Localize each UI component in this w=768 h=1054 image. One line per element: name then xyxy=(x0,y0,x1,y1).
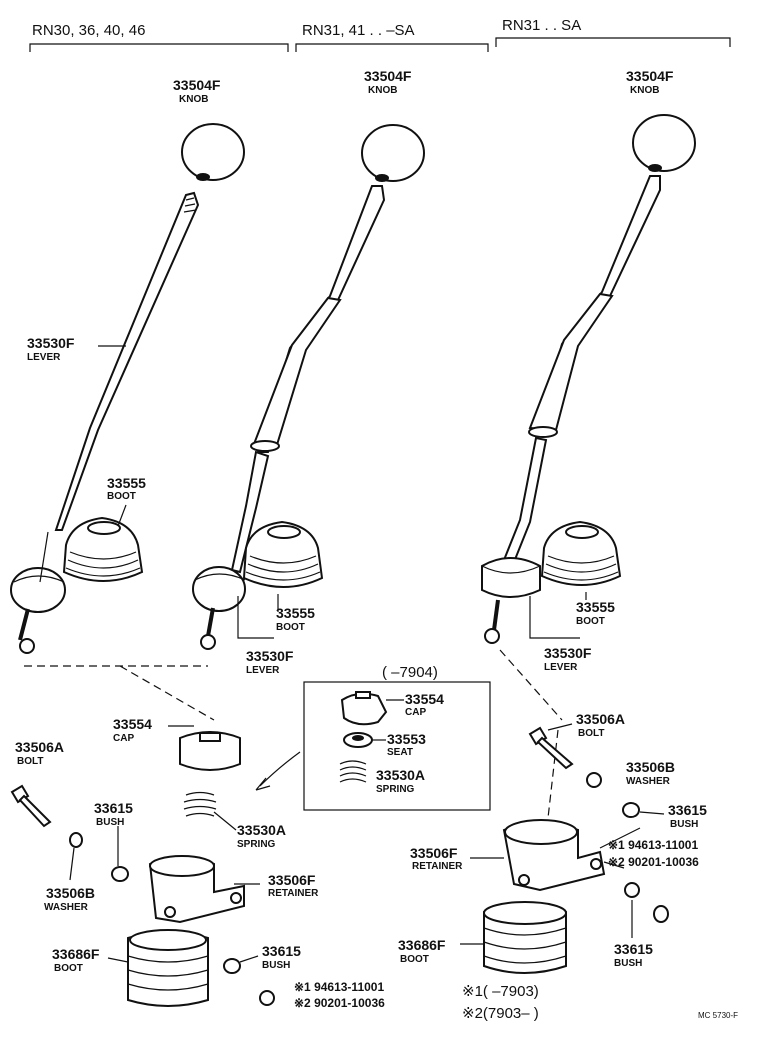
inset-seat-label: SEAT xyxy=(387,747,413,758)
right-retainer xyxy=(502,819,606,892)
col3-boot-number: 33555 xyxy=(576,599,615,615)
inset-pointer-arrow xyxy=(255,751,301,791)
col2-boot-number: 33555 xyxy=(276,605,315,621)
col3-lever-label: LEVER xyxy=(544,662,578,673)
header-group1-label: RN30, 36, 40, 46 xyxy=(32,22,145,39)
inset-range: ( –7904) xyxy=(382,664,438,681)
left-spring-label: SPRING xyxy=(237,839,276,850)
right-ref2: ※2 90201-10036 xyxy=(608,855,699,869)
col1-knob-number: 33504F xyxy=(173,77,221,93)
col2-knob xyxy=(361,124,425,182)
inset-seat xyxy=(343,732,373,748)
left-cap-label: CAP xyxy=(113,733,134,744)
inset-spring xyxy=(339,760,367,783)
right-ref1: ※1 94613-11001 xyxy=(608,838,698,852)
left-bolt xyxy=(10,784,52,828)
left-boot2-label: BOOT xyxy=(54,963,83,974)
col1-boot-number: 33555 xyxy=(107,475,146,491)
left-bolt-number: 33506A xyxy=(15,739,64,755)
col2-knob-number: 33504F xyxy=(364,68,412,84)
col3-boot-label: BOOT xyxy=(576,616,605,627)
left-bush1-label: BUSH xyxy=(96,817,124,828)
col2-lever-label: LEVER xyxy=(246,665,280,676)
right-boot2-label: BOOT xyxy=(400,954,429,965)
col1-boot-label: BOOT xyxy=(107,491,136,502)
inset-spring-number: 33530A xyxy=(376,767,425,783)
right-bolt-number: 33506A xyxy=(576,711,625,727)
left-bolt-label: BOLT xyxy=(17,756,43,767)
inset-spring-label: SPRING xyxy=(376,784,415,795)
right-bolt xyxy=(528,726,574,770)
left-bush2-number: 33615 xyxy=(262,943,301,959)
col2-lever xyxy=(192,185,386,650)
header-group3: RN31 . . SA xyxy=(495,17,731,47)
col1-knob xyxy=(181,123,245,181)
left-ref2: ※2 90201-10036 xyxy=(294,996,385,1010)
left-retainer-label: RETAINER xyxy=(268,888,319,899)
footer-code: MC 5730-F xyxy=(698,1011,738,1020)
left-spring xyxy=(183,791,217,817)
right-bush1 xyxy=(622,802,640,818)
right-boot2 xyxy=(483,901,567,974)
col2-boot xyxy=(242,520,324,588)
right-retainer-number: 33506F xyxy=(410,845,458,861)
col2-lever-number: 33530F xyxy=(246,648,294,664)
right-note1: ※1( –7903) xyxy=(462,983,539,1000)
left-bush2 xyxy=(223,958,241,974)
right-note2: ※2(7903– ) xyxy=(462,1005,539,1022)
col3-knob-label: KNOB xyxy=(630,85,659,96)
col2-knob-label: KNOB xyxy=(368,85,397,96)
right-washer xyxy=(586,772,602,788)
left-ref-nut xyxy=(259,990,275,1006)
left-bush2-label: BUSH xyxy=(262,960,290,971)
header-group1: RN30, 36, 40, 46 xyxy=(29,22,289,52)
left-boot2 xyxy=(127,929,209,1007)
right-bolt-label: BOLT xyxy=(578,728,604,739)
left-bush1-number: 33615 xyxy=(94,800,133,816)
col1-lever-label: LEVER xyxy=(27,352,61,363)
left-boot2-number: 33686F xyxy=(52,946,100,962)
inset-seat-number: 33553 xyxy=(387,731,426,747)
right-washer-label: WASHER xyxy=(626,776,671,787)
right-boot2-number: 33686F xyxy=(398,937,446,953)
left-retainer xyxy=(148,855,245,924)
right-nut xyxy=(624,882,669,923)
col3-lever xyxy=(481,175,661,644)
header-group2: RN31, 41 . . –SA xyxy=(295,22,489,52)
left-retainer-number: 33506F xyxy=(268,872,316,888)
col3-knob-number: 33504F xyxy=(626,68,674,84)
inset-box xyxy=(303,681,491,811)
col1-knob-label: KNOB xyxy=(179,94,208,105)
col2-boot-label: BOOT xyxy=(276,622,305,633)
right-bush1-number: 33615 xyxy=(668,802,707,818)
col3-knob xyxy=(632,114,696,172)
left-washer-label: WASHER xyxy=(44,902,89,913)
right-washer-number: 33506B xyxy=(626,759,675,775)
left-cap xyxy=(179,731,241,771)
inset-cap xyxy=(340,691,388,726)
right-bush2-number: 33615 xyxy=(614,941,653,957)
col3-boot xyxy=(540,520,622,586)
left-ref1: ※1 94613-11001 xyxy=(294,980,384,994)
right-bush2-label: BUSH xyxy=(614,958,642,969)
col1-boot xyxy=(62,516,144,582)
left-washer xyxy=(69,832,83,848)
left-washer-number: 33506B xyxy=(46,885,95,901)
header-group3-label: RN31 . . SA xyxy=(502,17,581,34)
left-bush1 xyxy=(111,866,129,882)
left-cap-number: 33554 xyxy=(113,716,152,732)
left-spring-number: 33530A xyxy=(237,822,286,838)
col1-lever-number: 33530F xyxy=(27,335,75,351)
right-bush1-label: BUSH xyxy=(670,819,698,830)
col3-lever-number: 33530F xyxy=(544,645,592,661)
col1-lever xyxy=(10,191,200,654)
inset-cap-number: 33554 xyxy=(405,691,444,707)
right-retainer-label: RETAINER xyxy=(412,861,463,872)
header-group2-label: RN31, 41 . . –SA xyxy=(302,22,415,39)
inset-cap-label: CAP xyxy=(405,707,426,718)
